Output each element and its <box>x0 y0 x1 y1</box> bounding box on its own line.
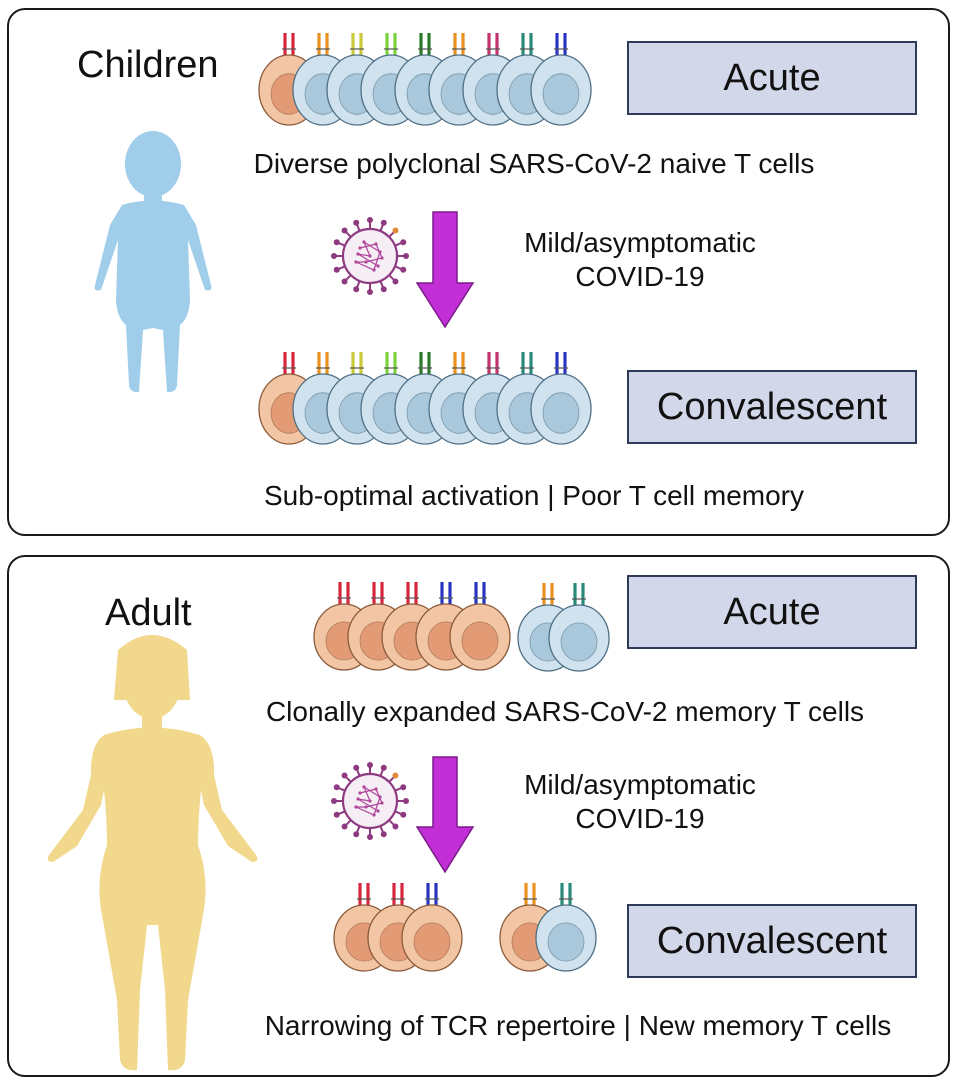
children-outcome-caption: Sub-optimal activation | Poor T cell mem… <box>263 480 805 511</box>
children-infection-line2: COVID-19 <box>575 261 705 292</box>
adult-infection-line2: COVID-19 <box>575 803 705 834</box>
naive-t-cell-icon <box>535 883 597 972</box>
children-convalescent-box-label: Convalescent <box>656 385 888 428</box>
adult-progression-arrow <box>415 756 475 874</box>
memory-t-cell-icon <box>449 582 511 671</box>
children-convalescent-box: Convalescent <box>627 370 917 444</box>
naive-t-cell-icon <box>548 583 610 672</box>
children-virus-icon <box>331 217 409 295</box>
adult-convalescent-expanded-cell-row <box>333 883 463 972</box>
naive-t-cell-icon <box>530 33 592 126</box>
adult-outcome-caption: Narrowing of TCR repertoire | New memory… <box>264 1010 892 1041</box>
adult-convalescent-box: Convalescent <box>627 904 917 978</box>
children-acute-box: Acute <box>627 41 917 115</box>
children-label: Children <box>77 44 219 86</box>
adult-infection-label: Mild/asymptomatic COVID-19 <box>490 768 790 836</box>
adult-acute-expanded-cell-row <box>313 582 511 671</box>
naive-t-cell-icon <box>530 352 592 445</box>
adult-silhouette-icon <box>47 635 258 1071</box>
children-acute-box-label: Acute <box>723 56 821 99</box>
child-silhouette-icon <box>94 131 212 393</box>
children-convalescent-cell-row <box>258 352 592 445</box>
adult-acute-caption: Clonally expanded SARS-CoV-2 memory T ce… <box>265 696 865 727</box>
adult-virus-icon <box>331 762 409 840</box>
memory-t-cell-icon <box>401 883 463 972</box>
adult-acute-box: Acute <box>627 575 917 649</box>
adult-convalescent-box-label: Convalescent <box>656 919 888 962</box>
children-infection-line1: Mild/asymptomatic <box>524 227 756 258</box>
children-infection-label: Mild/asymptomatic COVID-19 <box>490 226 790 294</box>
adult-infection-line1: Mild/asymptomatic <box>524 769 756 800</box>
adult-label: Adult <box>105 592 192 634</box>
adult-acute-box-label: Acute <box>723 590 821 633</box>
children-progression-arrow <box>415 211 475 329</box>
children-acute-cell-row <box>258 33 592 126</box>
adult-acute-naive-cell-row <box>517 583 610 672</box>
adult-convalescent-memory-cell-row <box>499 883 597 972</box>
children-acute-caption: Diverse polyclonal SARS-CoV-2 naive T ce… <box>253 148 815 179</box>
